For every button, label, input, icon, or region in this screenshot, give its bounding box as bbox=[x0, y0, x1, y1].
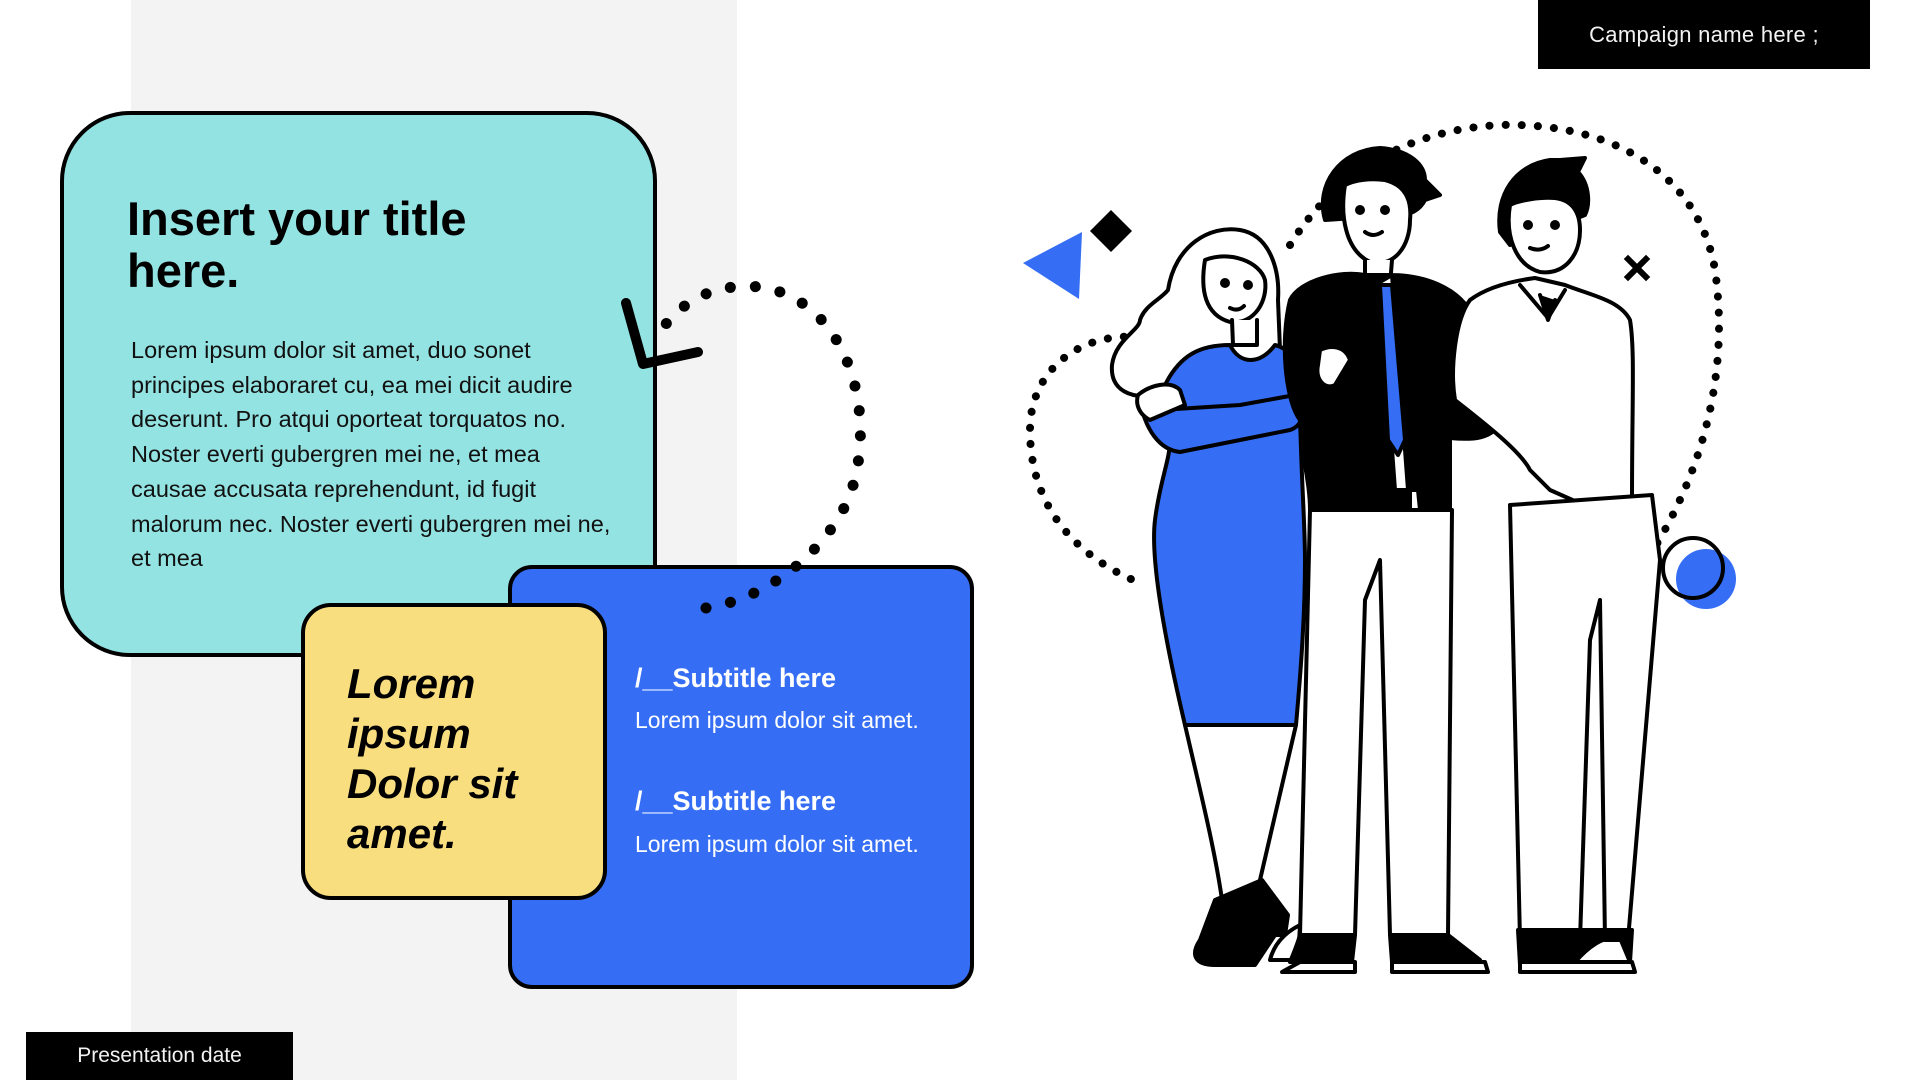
dotted-loop-right bbox=[1286, 120, 1723, 559]
subtitle-2: /__Subtitle here bbox=[635, 786, 837, 816]
presentation-date-text: Presentation date bbox=[77, 1044, 242, 1067]
circle-outline-icon bbox=[1661, 536, 1725, 600]
dotted-loop-left bbox=[1025, 332, 1149, 589]
highlight-card: Lorem ipsum Dolor sit amet. bbox=[301, 603, 607, 900]
campaign-name-text: Campaign name here ; bbox=[1589, 21, 1819, 47]
black-diamond-icon bbox=[1090, 210, 1132, 252]
subtitle-2-text: Lorem ipsum dolor sit amet. bbox=[635, 831, 919, 857]
blue-circle-icon bbox=[1676, 549, 1736, 609]
subtitle-1: /__Subtitle here bbox=[635, 663, 837, 693]
team-illustration bbox=[1109, 146, 1662, 974]
main-text-card: Insert your title here. Lorem ipsum dolo… bbox=[60, 111, 657, 657]
subtitle-1-text: Lorem ipsum dolor sit amet. bbox=[635, 707, 919, 733]
blue-triangle-icon bbox=[1023, 232, 1082, 299]
campaign-name-label: Campaign name here ; bbox=[1538, 0, 1870, 69]
highlight-text: Lorem ipsum Dolor sit amet. bbox=[347, 660, 518, 857]
x-mark-icon bbox=[1623, 254, 1651, 282]
presentation-date-label: Presentation date bbox=[26, 1032, 293, 1080]
man-in-suit-figure bbox=[1268, 146, 1503, 974]
slide-title: Insert your title here. bbox=[127, 192, 467, 297]
woman-figure bbox=[1109, 227, 1307, 967]
man-in-sweater-figure bbox=[1451, 156, 1662, 974]
main-body-text: Lorem ipsum dolor sit amet, duo sonet pr… bbox=[131, 337, 611, 572]
